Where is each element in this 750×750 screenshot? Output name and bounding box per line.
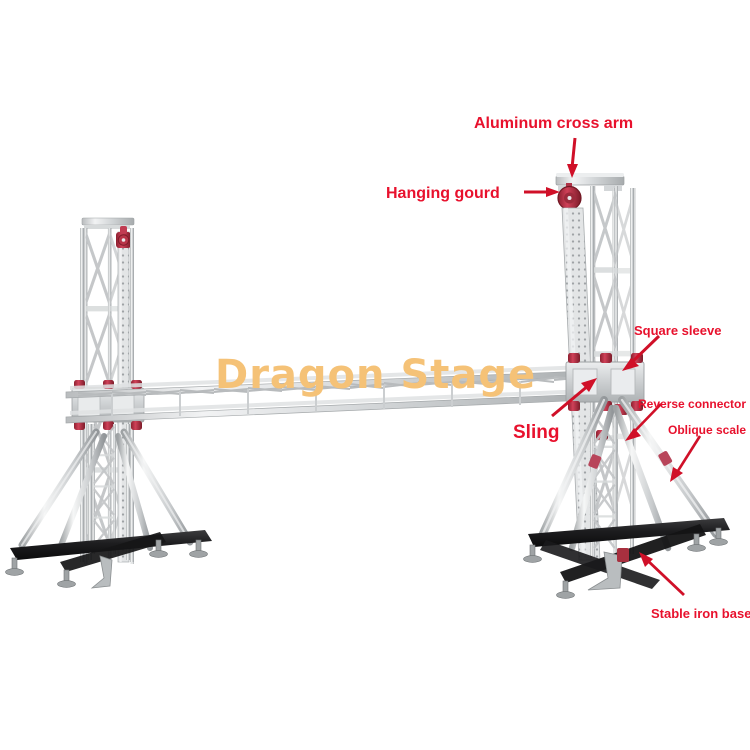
horizontal-truss-beam <box>65 364 613 424</box>
callout-arrows <box>524 137 702 597</box>
callout-label-sling: Sling <box>513 422 560 443</box>
callout-label-oblique-scale: Oblique scale <box>668 423 747 437</box>
callout-label-aluminum-cross-arm: Aluminum cross arm <box>474 115 634 132</box>
right-tower <box>523 173 730 599</box>
right-stable-iron-base <box>523 518 730 599</box>
callout-label-hanging-gourd: Hanging gourd <box>386 185 500 202</box>
oblique-scale-struts <box>536 396 720 552</box>
callout-label-square-sleeve: Square sleeve <box>634 323 722 338</box>
watermark-dragon-stage: Dragon Stage <box>215 352 537 398</box>
left-tower <box>5 217 212 589</box>
left-hoist <box>116 226 131 248</box>
left-tower-head <box>81 217 135 229</box>
callout-label-stable-iron-base: Stable iron base <box>651 606 750 621</box>
callout-label-reverse-connector: Reverse connector <box>638 397 747 411</box>
left-stable-iron-base <box>5 530 212 589</box>
left-outrigger-legs <box>18 428 194 551</box>
